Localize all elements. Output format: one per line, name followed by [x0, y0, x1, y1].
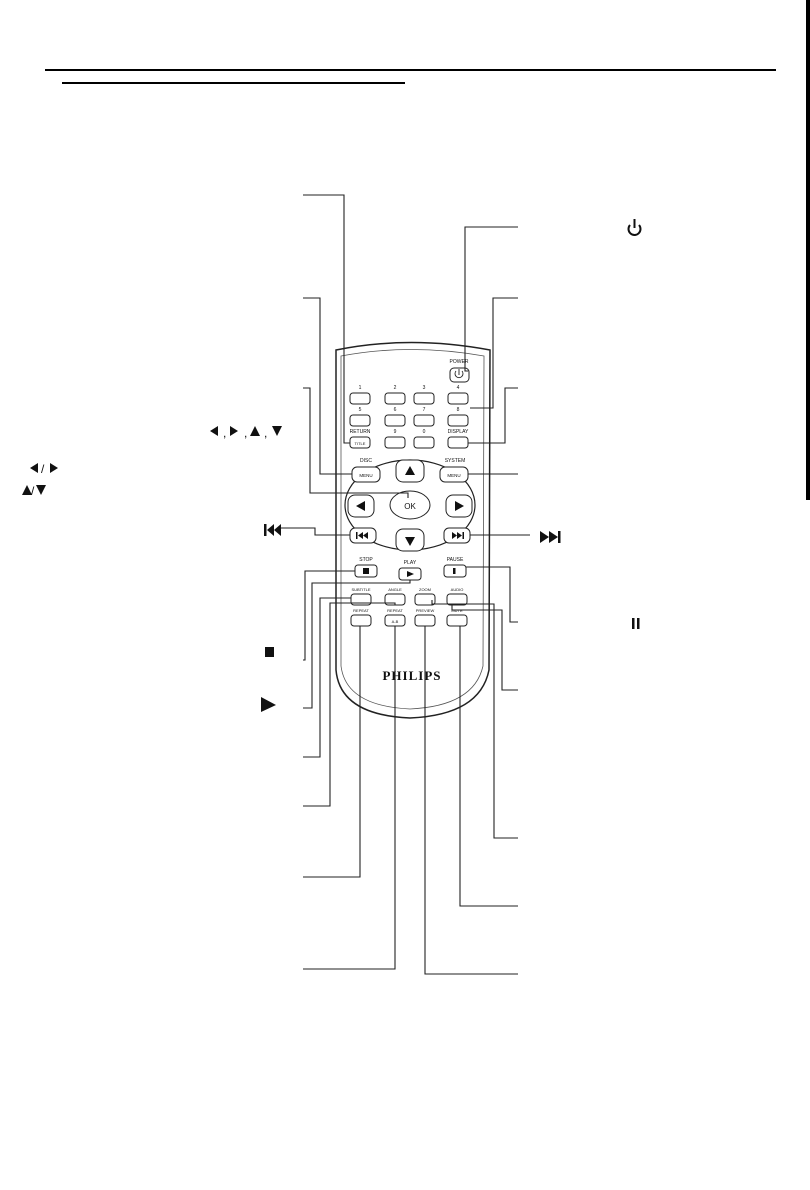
pause-label: PAUSE	[447, 557, 464, 563]
number-button-7[interactable]	[413, 414, 435, 427]
power-icon	[454, 369, 464, 379]
callout-lines-right	[424, 226, 530, 975]
system-menu-label: MENU	[447, 473, 460, 478]
arrow-separator-1: ,	[223, 426, 226, 440]
callout-repeat-ab	[303, 626, 396, 970]
power-icon	[627, 219, 642, 236]
number-button-1[interactable]	[349, 392, 371, 405]
callout-subtitle	[303, 597, 351, 758]
remote-body	[335, 341, 491, 719]
right-arrow-icon	[455, 501, 464, 511]
number-label-7: 7	[423, 407, 426, 413]
ok-button[interactable]	[389, 490, 431, 520]
number-button-2[interactable]	[384, 392, 406, 405]
page-edge-tab	[806, 0, 810, 500]
power-label: POWER	[450, 359, 469, 365]
callout-number-keys	[470, 297, 518, 409]
zoom-button[interactable]	[414, 593, 436, 606]
number-label-2: 2	[394, 385, 397, 391]
previous-icon	[264, 524, 281, 536]
preview-label: PREVIEW	[416, 608, 435, 613]
previous-icon	[356, 532, 368, 539]
play-icon	[261, 697, 276, 712]
ok-label: OK	[404, 502, 416, 511]
stop-icon	[363, 568, 369, 574]
number-label-3: 3	[423, 385, 426, 391]
number-button-6[interactable]	[384, 414, 406, 427]
callout-lines-left	[280, 194, 411, 970]
number-label-8: 8	[457, 407, 460, 413]
repeat-ab-label: REPEAT	[387, 608, 403, 613]
display-button[interactable]	[447, 436, 469, 449]
display-label: DISPLAY	[448, 429, 469, 435]
callout-audio	[451, 605, 518, 691]
callout-play	[303, 580, 411, 709]
system-label: SYSTEM	[445, 458, 466, 464]
number-label-5: 5	[359, 407, 362, 413]
number-button-4[interactable]	[447, 392, 469, 405]
power-button[interactable]	[449, 367, 470, 383]
title-label: TITLE	[355, 441, 366, 446]
repeat-button[interactable]	[350, 614, 372, 627]
subtitle-label: SUBTITLE	[351, 587, 370, 592]
up-arrow-icon	[405, 466, 415, 475]
zoom-label: ZOOM	[419, 587, 431, 592]
arrow-separator-5: /	[31, 484, 35, 498]
number-button-8[interactable]	[447, 414, 469, 427]
callout-disc-menu	[303, 297, 352, 475]
callout-pause	[466, 566, 518, 623]
arrow-separator-3: ,	[264, 426, 267, 440]
callout-previous	[280, 527, 350, 536]
next-icon	[452, 532, 464, 539]
callout-stop	[303, 570, 355, 661]
arrow-icons	[22, 426, 282, 495]
callout-display	[468, 387, 518, 444]
preview-button[interactable]	[414, 614, 436, 627]
brand-logo: PHILIPS	[382, 668, 441, 683]
return-label: RETURN	[350, 429, 371, 435]
number-label-6: 6	[394, 407, 397, 413]
mute-button[interactable]	[446, 614, 468, 627]
arrow-separator-2: ,	[244, 426, 247, 440]
play-label: PLAY	[404, 560, 417, 566]
pause-icon	[453, 568, 456, 574]
callout-arrows-ok	[303, 387, 409, 498]
number-button-9[interactable]	[384, 436, 406, 449]
number-button-5[interactable]	[349, 414, 371, 427]
angle-label: ANGLE	[388, 587, 402, 592]
play-icon	[407, 571, 414, 577]
left-arrow-icon	[356, 501, 365, 511]
arrow-separator-4: /	[41, 462, 45, 476]
audio-button[interactable]	[446, 593, 468, 606]
number-label-9: 9	[394, 429, 397, 435]
callout-zoom	[431, 600, 518, 839]
stop-label: STOP	[359, 557, 373, 563]
callout-angle	[303, 602, 396, 807]
disc-label: DISC	[360, 458, 372, 464]
callout-preview	[424, 626, 518, 975]
repeat-label: REPEAT	[353, 608, 369, 613]
callout-mute	[459, 626, 518, 907]
ab-label: A-B	[392, 619, 399, 624]
callout-repeat	[303, 626, 361, 878]
audio-label: AUDIO	[451, 587, 464, 592]
disc-menu-label: MENU	[359, 473, 372, 478]
pause-icon	[632, 618, 640, 629]
callout-power	[464, 226, 518, 372]
number-button-0[interactable]	[413, 436, 435, 449]
callout-return-title	[303, 194, 350, 444]
number-label-0: 0	[423, 429, 426, 435]
number-label-1: 1	[359, 385, 362, 391]
subtitle-button[interactable]	[350, 593, 372, 606]
down-arrow-icon	[405, 537, 415, 546]
number-button-3[interactable]	[413, 392, 435, 405]
next-icon	[540, 531, 561, 543]
number-label-4: 4	[457, 385, 460, 391]
stop-icon	[265, 647, 274, 657]
